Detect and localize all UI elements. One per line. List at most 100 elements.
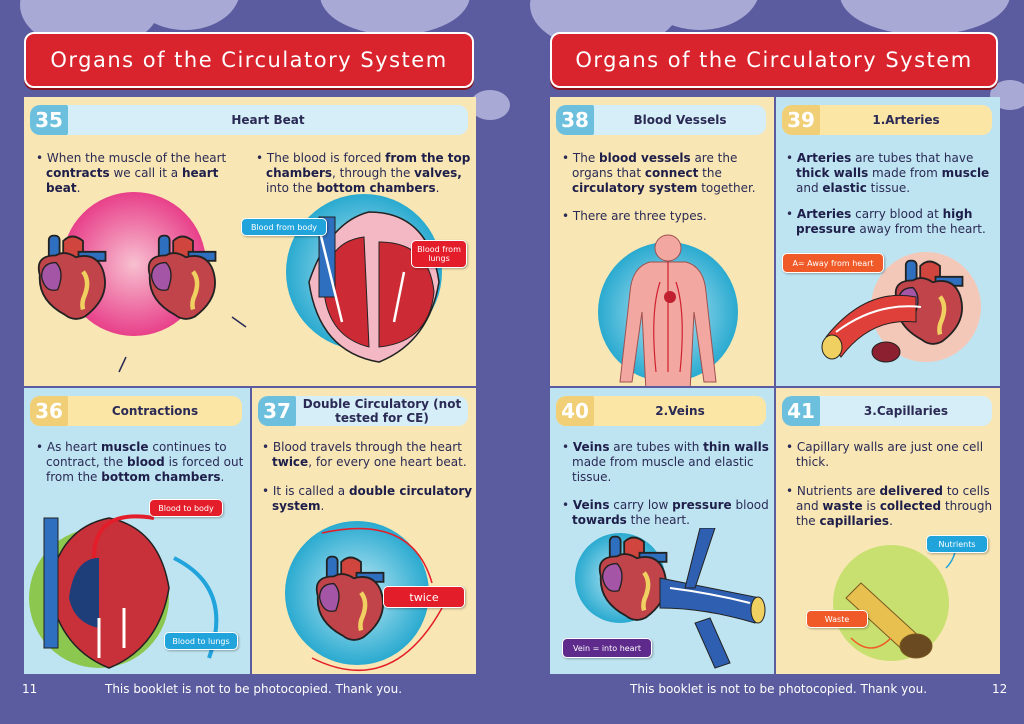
text: away from the heart. [855, 222, 986, 236]
bullet: • The blood vessels are the organs that … [562, 151, 772, 196]
bold-text: valves, [414, 166, 462, 180]
section-title: Contractions [111, 404, 199, 418]
bullet: • There are three types. [562, 209, 772, 224]
bold-text: contracts [46, 166, 110, 180]
section-number: 38 [556, 105, 594, 135]
bullet: • Arteries are tubes that have thick wal… [786, 151, 998, 196]
text: . [220, 470, 225, 484]
bold-text: blood vessels [599, 151, 691, 165]
page-title: Organs of the Circulatory System [550, 32, 998, 88]
label-blood-to-lungs: Blood to lungs [164, 632, 238, 650]
section-title: 3.Capillaries [863, 404, 949, 418]
capillary-illustration [833, 542, 957, 661]
text: the heart. [626, 513, 690, 527]
bold-text: muscle [941, 166, 990, 180]
section-title: Heart Beat [231, 113, 305, 127]
text: carry blood at [851, 207, 943, 221]
text: • [562, 440, 573, 454]
section-number: 41 [782, 396, 820, 426]
bullet: • Arteries carry blood at high pressure … [786, 207, 998, 237]
text: tissue. [866, 181, 911, 195]
text: • As heart [36, 440, 101, 454]
section-number: 36 [30, 396, 68, 426]
section-title: Double Circulatory (not tested for CE) [302, 397, 462, 425]
bold-text: delivered [879, 484, 943, 498]
section-title: 2.Veins [655, 404, 705, 418]
label-arteries-away: A= Away from heart [782, 253, 884, 273]
double-circulatory-illustration [285, 521, 443, 671]
text: blood [731, 498, 769, 512]
label-blood-from-body: Blood from body [241, 218, 327, 236]
bullet: • It is called a double circulatory syst… [262, 484, 474, 514]
text: through the [796, 499, 993, 528]
bullet: • Veins are tubes with thin walls made f… [562, 440, 772, 485]
text: made from [868, 166, 942, 180]
text: we call it a [109, 166, 182, 180]
text: • There are three types. [562, 209, 707, 223]
text: • [786, 207, 797, 221]
section-number: 39 [782, 105, 820, 135]
text: . [320, 499, 325, 513]
bold-text: high pressure [796, 207, 973, 236]
text: • The [562, 151, 600, 165]
bold-text: Veins [572, 498, 610, 512]
bold-text: Arteries [796, 207, 852, 221]
section-number: 37 [258, 396, 296, 426]
bold-text: heart beat [46, 166, 219, 195]
text: and [796, 181, 823, 195]
text: is [862, 499, 880, 513]
bold-text: bottom chambers [316, 181, 436, 195]
bold-text: Arteries [796, 151, 852, 165]
bold-text: collected [879, 499, 942, 513]
text: , for every one heart beat. [308, 455, 467, 469]
bold-text: circulatory system [572, 181, 698, 195]
label-twice: twice [383, 586, 465, 608]
bold-text: blood [126, 455, 165, 469]
bullet: • Nutrients are delivered to cells and w… [786, 484, 998, 529]
page-number: 12 [992, 682, 1008, 696]
bold-text: muscle [100, 440, 149, 454]
bullet: • Capillary walls are just one cell thic… [786, 440, 998, 470]
text: . [76, 181, 81, 195]
section-38-blood-vessels: 38 Blood Vessels • The blood vessels are … [550, 97, 774, 386]
text: • Nutrients are [786, 484, 880, 498]
bold-text: connect [644, 166, 699, 180]
text: continues to contract, the [46, 440, 227, 469]
text: . [889, 514, 893, 528]
bold-text: double circulatory system [272, 484, 473, 513]
bold-text: twice [272, 455, 309, 469]
bold-text: from the top chambers [266, 151, 471, 180]
text: are the organs that [572, 151, 738, 180]
bullet: • Veins carry low pressure blood towards… [562, 498, 772, 528]
bold-text: Veins [572, 440, 610, 454]
text: to cells and [796, 484, 990, 513]
label-waste: Waste [806, 610, 868, 628]
text: • [562, 498, 573, 512]
bold-text: elastic [822, 181, 867, 195]
text: • Blood travels through the heart [262, 440, 462, 454]
bold-text: thick walls [796, 166, 869, 180]
section-title: Blood Vessels [633, 113, 727, 127]
contractions-illustration [29, 514, 219, 669]
text: together. [697, 181, 756, 195]
label-blood-from-lungs: Blood from lungs [411, 240, 467, 268]
text: the [698, 166, 722, 180]
bold-text: capillaries [819, 514, 890, 528]
label-nutrients: Nutrients [926, 535, 988, 553]
section-41-capillaries: 41 3.Capillaries • Capillary walls are ju… [776, 388, 1000, 674]
text: , through the [332, 166, 415, 180]
bullet: • As heart muscle continues to contract,… [36, 440, 246, 485]
label-vein-into-heart: Vein = into heart [562, 638, 652, 658]
bold-text: thin walls [703, 440, 769, 454]
page-number: 11 [22, 682, 38, 696]
text: • It is called a [262, 484, 349, 498]
page-title: Organs of the Circulatory System [24, 32, 474, 88]
text: made from muscle and elastic tissue. [572, 455, 754, 484]
text: are tubes with [609, 440, 704, 454]
label-blood-to-body: Blood to body [149, 499, 223, 517]
